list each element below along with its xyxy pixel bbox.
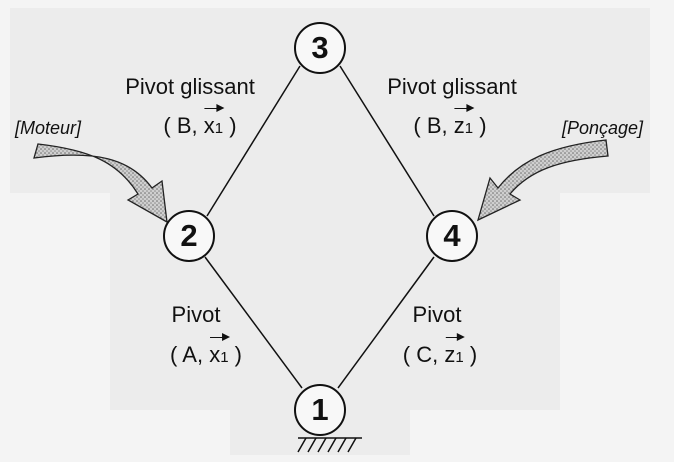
link-label-4-1-joint: ( C, z1 ) [402,333,478,367]
link-label-2-3-kind: Pivot glissant [125,74,255,99]
vector-z1-lower: z1 [444,333,466,367]
node-3: 3 [294,22,346,74]
link-2-1 [204,256,303,389]
link-label-4-1-kind: Pivot [412,302,462,327]
node-1: 1 [294,384,346,436]
link-4-1 [337,256,435,389]
link-label-2-1-joint: ( A, x1 ) [170,333,242,367]
node-2: 2 [163,210,215,262]
link-label-2-1-kind: Pivot [171,302,221,327]
link-label-2-3-joint: ( B, x1 ) [163,104,237,138]
link-2-3 [206,65,301,217]
motor-label: [Moteur] [15,118,82,138]
link-label-3-4-joint: ( B, z1 ) [413,104,487,138]
link-3-4 [339,65,435,217]
vector-z1: z1 [453,104,475,138]
link-label-3-4-kind: Pivot glissant [387,74,517,99]
ground-hatch [297,437,362,453]
vector-x1: x1 [203,104,225,138]
grinding-label: [Ponçage] [562,118,644,138]
grinding-arrow-icon [476,139,609,222]
vector-x1-lower: x1 [209,333,230,367]
node-4: 4 [426,210,478,262]
motor-arrow-icon [33,143,168,224]
